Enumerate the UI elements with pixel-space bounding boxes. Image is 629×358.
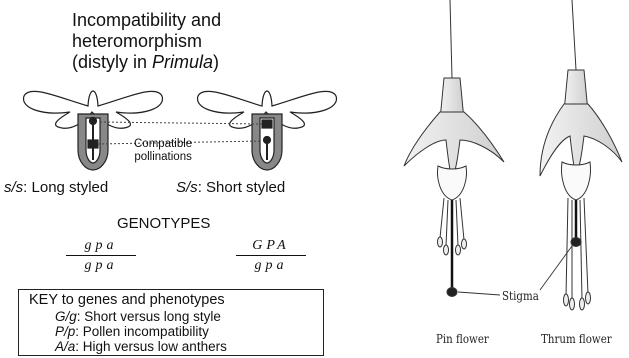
pin-flower-corolla bbox=[438, 166, 467, 200]
pin-stamen-4 bbox=[460, 198, 464, 240]
thrum-flower-label: Thrum flower bbox=[541, 333, 612, 346]
pin-flower bbox=[404, 0, 504, 297]
genotype-long-bottom: gpa bbox=[66, 256, 136, 274]
pin-stamen-1 bbox=[440, 198, 444, 238]
high-anthers bbox=[262, 120, 272, 128]
long-styled-genotype: s/s bbox=[4, 179, 23, 196]
stigma-pointer-thrum bbox=[540, 246, 572, 290]
key-text-p: : Pollen incompatibility bbox=[75, 324, 209, 339]
thrum-stamen-1 bbox=[566, 198, 568, 296]
key-row-a: A/a: High versus low anthers bbox=[55, 340, 227, 354]
pin-thrum-illustration bbox=[400, 0, 629, 330]
pin-stigma bbox=[447, 288, 457, 297]
compatible-line-2: pollinations bbox=[134, 151, 192, 164]
thrum-anther-3 bbox=[580, 298, 585, 310]
key-gene-p: P/p bbox=[55, 324, 75, 339]
compatible-pollinations-label: Compatible pollinations bbox=[134, 138, 192, 164]
compatible-line-1: Compatible bbox=[134, 138, 192, 151]
key-text-a: : High versus low anthers bbox=[75, 339, 227, 354]
stigma-pointer-pin bbox=[458, 292, 500, 295]
thrum-anther-2 bbox=[570, 298, 575, 310]
thrum-flower bbox=[540, 0, 622, 310]
key-row-g: G/g: Short versus long style bbox=[55, 310, 221, 324]
key-gene-g: G/g bbox=[55, 309, 77, 324]
stigma-label: Stigma bbox=[502, 290, 539, 303]
thrum-stamen-4 bbox=[584, 198, 588, 294]
thrum-flower-pedicel bbox=[572, 0, 576, 70]
pin-anther-1 bbox=[438, 237, 443, 247]
pin-flower-pedicel bbox=[450, 0, 452, 78]
pin-flower-label: Pin flower bbox=[436, 333, 489, 346]
genotype-short-styled: GPA gpa bbox=[236, 238, 306, 274]
thrum-anther-1 bbox=[564, 294, 569, 306]
key-gene-a: A/a bbox=[55, 339, 75, 354]
key-text-g: : Short versus long style bbox=[77, 309, 221, 324]
pin-anther-4 bbox=[462, 239, 467, 249]
key-title: KEY to genes and phenotypes bbox=[29, 293, 225, 308]
short-styled-text: : Short styled bbox=[198, 179, 286, 196]
thrum-stigma bbox=[571, 238, 581, 247]
pin-anther-3 bbox=[456, 245, 461, 255]
pin-anther-2 bbox=[444, 245, 449, 255]
thrum-stamen-3 bbox=[580, 200, 582, 300]
long-styled-label: s/s: Long styled bbox=[4, 180, 108, 195]
short-styled-label: S/s: Short styled bbox=[176, 180, 285, 195]
key-box: KEY to genes and phenotypes G/g: Short v… bbox=[18, 289, 324, 356]
long-styled-text: : Long styled bbox=[23, 179, 108, 196]
pin-stamen-2 bbox=[446, 200, 448, 246]
short-styled-flower bbox=[198, 91, 337, 170]
thrum-anther-4 bbox=[586, 292, 591, 304]
low-anthers bbox=[88, 140, 98, 148]
genotype-short-top: GPA bbox=[236, 238, 306, 256]
long-stigma bbox=[90, 118, 97, 125]
short-styled-genotype: S/s bbox=[176, 179, 198, 196]
short-stigma bbox=[264, 137, 271, 144]
genotype-short-bottom: gpa bbox=[236, 256, 306, 274]
genotypes-heading: GENOTYPES bbox=[117, 216, 210, 231]
genotype-long-styled: gpa gpa bbox=[66, 238, 136, 274]
key-row-p: P/p: Pollen incompatibility bbox=[55, 325, 209, 339]
pin-stamen-3 bbox=[456, 200, 458, 246]
thrum-flower-corolla bbox=[562, 162, 591, 200]
genotype-long-top: gpa bbox=[66, 238, 136, 256]
